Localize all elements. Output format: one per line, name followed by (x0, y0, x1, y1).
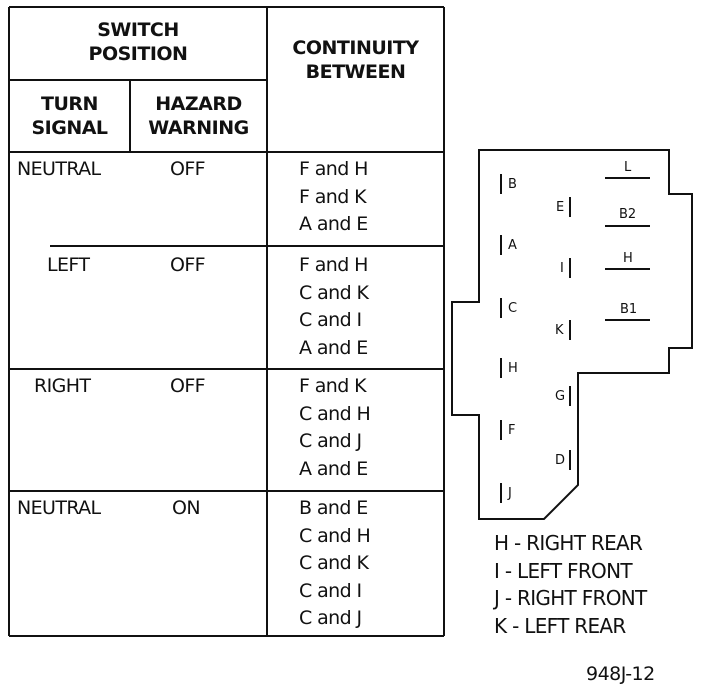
continuity-item: F and H (299, 158, 368, 180)
legend-item: K - LEFT REAR (494, 613, 626, 638)
bus-l-label: L (624, 160, 632, 175)
row4-turn-signal: NEUTRAL (17, 497, 101, 519)
terminal-f-label: F (508, 423, 516, 438)
terminal-legend: H - RIGHT REAR I - LEFT FRONT J - RIGHT … (494, 530, 647, 640)
legend-item: I - LEFT FRONT (494, 558, 633, 583)
terminal-b-label: B (508, 177, 517, 192)
switch-position-line2: POSITION (88, 43, 188, 65)
row4-continuity: B and E C and H C and K C and I C and J (299, 495, 371, 633)
continuity-item: B and E (299, 497, 368, 519)
terminal-j-label: J (508, 486, 512, 501)
continuity-item: C and J (299, 607, 362, 629)
continuity-item: C and J (299, 430, 362, 452)
continuity-item: A and E (299, 213, 368, 235)
continuity-header: CONTINUITY BETWEEN (267, 36, 444, 84)
row1-hazard: OFF (170, 158, 206, 180)
turn-signal-line1: TURN (41, 93, 98, 115)
row1-turn-signal: NEUTRAL (17, 158, 101, 180)
terminal-h-label: H (508, 361, 518, 376)
turn-signal-line2: SIGNAL (31, 117, 108, 139)
row3-hazard: OFF (170, 375, 206, 397)
hazard-warning-header: HAZARD WARNING (130, 92, 267, 140)
hazard-warning-line1: HAZARD (155, 93, 242, 115)
continuity-item: C and K (299, 281, 369, 304)
terminal-g-label: G (555, 389, 566, 404)
row2-continuity: F and H C and K C and I A and E (299, 252, 369, 362)
terminal-d-label: D (555, 453, 566, 468)
row3-continuity: F and K C and H C and J A and E (299, 373, 371, 483)
continuity-item: F and K (299, 185, 367, 208)
hazard-warning-line2: WARNING (148, 117, 249, 139)
switch-position-header: SWITCH POSITION (9, 18, 267, 66)
continuity-item: C and I (299, 579, 362, 602)
continuity-line2: BETWEEN (305, 61, 406, 83)
connector-outline (451, 149, 693, 520)
continuity-line1: CONTINUITY (292, 37, 419, 59)
bus-b1-label: B1 (620, 302, 638, 317)
legend-item: J - RIGHT FRONT (494, 586, 647, 610)
continuity-item: C and H (299, 402, 371, 425)
continuity-item: A and E (299, 336, 368, 359)
row1-continuity: F and H F and K A and E (299, 156, 368, 239)
figure-id: 948J-12 (586, 663, 655, 685)
bus-b2-label: B2 (619, 207, 637, 222)
turn-signal-header: TURN SIGNAL (9, 92, 130, 140)
continuity-item: F and K (299, 375, 367, 397)
continuity-item: C and I (299, 309, 362, 331)
terminal-e-label: E (556, 200, 565, 215)
row2-hazard: OFF (170, 254, 206, 276)
terminal-c-label: C (508, 301, 518, 316)
bus-h-label: H (623, 251, 633, 266)
terminal-i-label: I (560, 261, 564, 276)
continuity-item: C and H (299, 524, 371, 547)
continuity-item: C and K (299, 552, 369, 574)
continuity-item: A and E (299, 457, 368, 480)
row3-turn-signal: RIGHT (34, 375, 91, 397)
row2-turn-signal: LEFT (47, 254, 90, 276)
row4-hazard: ON (172, 497, 201, 519)
terminal-a-label: A (508, 238, 517, 253)
continuity-item: F and H (299, 254, 368, 276)
legend-item: H - RIGHT REAR (494, 531, 643, 555)
switch-position-line1: SWITCH (97, 19, 179, 41)
terminal-k-label: K (555, 323, 564, 338)
